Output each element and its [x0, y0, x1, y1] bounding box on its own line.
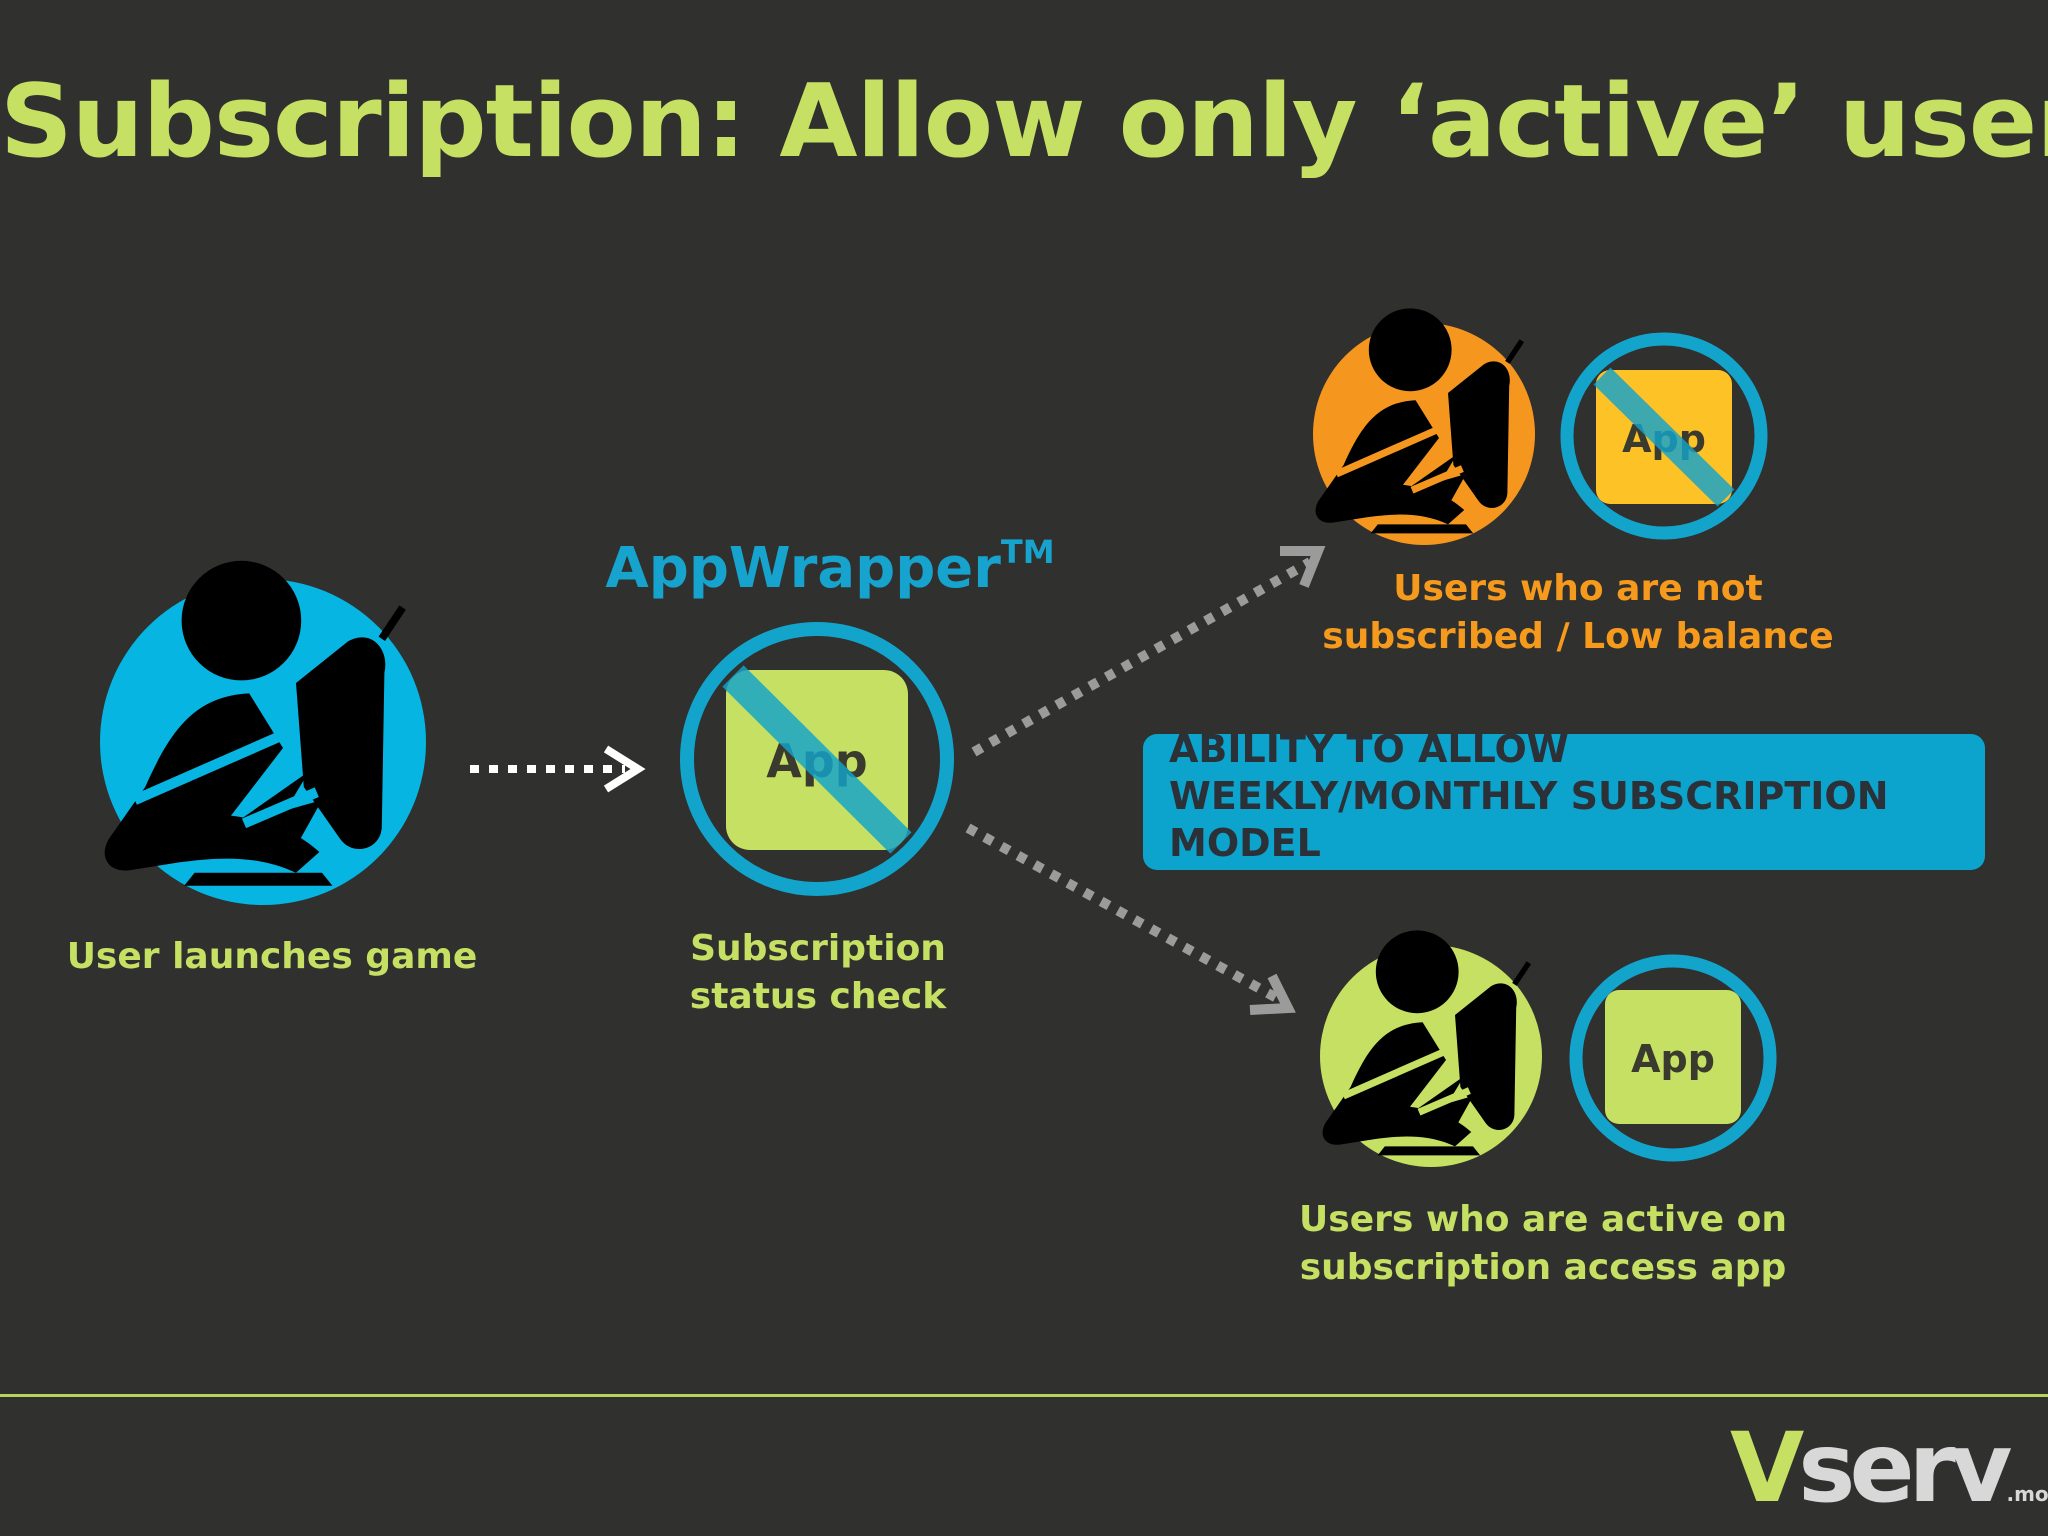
active-users-line2: subscription access app: [1299, 1247, 1787, 1288]
footer-divider: [0, 1394, 2048, 1397]
blocked-app-icon: App: [1560, 332, 1768, 540]
dotted-arrow-icon: [470, 745, 646, 793]
allowed-app-icon: App: [1569, 954, 1777, 1162]
status-check-line2: status check: [689, 976, 947, 1017]
logo-mobi: .mobi: [2006, 1482, 2048, 1506]
active-users-line1: Users who are active on: [1299, 1199, 1787, 1240]
page-title: Subscription: Allow only ‘active’ users: [0, 62, 2048, 180]
not-subscribed-line2: subscribed / Low balance: [1322, 616, 1834, 657]
status-check-line1: Subscription: [690, 928, 946, 969]
appwrapper-label: AppWrapperTM: [585, 533, 1075, 601]
subscription-model-banner: ABILITY TO ALLOW WEEKLY/MONTHLY SUBSCRIP…: [1143, 727, 1985, 870]
app-no-access-icon: App: [680, 622, 954, 896]
not-subscribed-user-icon: [1313, 308, 1535, 545]
logo-v: V: [1730, 1412, 1804, 1524]
user-launch-label: User launches game: [66, 936, 478, 977]
trademark-mark: TM: [1000, 533, 1055, 572]
not-subscribed-line1: Users who are not: [1393, 568, 1763, 609]
appwrapper-name: AppWrapper: [605, 536, 1001, 601]
active-user-icon: [1320, 930, 1542, 1167]
status-check-label: Subscription status check: [618, 925, 1018, 1021]
user-launch-icon: [100, 561, 426, 905]
not-subscribed-label: Users who are not subscribed / Low balan…: [1278, 565, 1878, 661]
vserv-logo: Vserv.mobi: [1730, 1418, 2048, 1518]
dotted-arrow-down-icon: [965, 823, 1296, 1015]
active-users-label: Users who are active on subscription acc…: [1243, 1196, 1843, 1292]
banner-text: ABILITY TO ALLOW WEEKLY/MONTHLY SUBSCRIP…: [1169, 727, 1889, 865]
logo-serv: serv: [1798, 1412, 2012, 1524]
svg-text:App: App: [1631, 1037, 1715, 1081]
dotted-arrow-up-icon: [971, 546, 1326, 757]
